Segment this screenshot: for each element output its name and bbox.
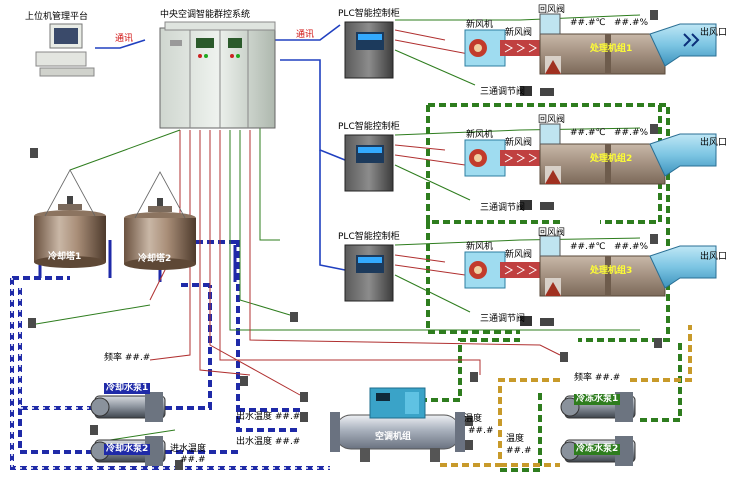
plc-cabinet-1-graphic xyxy=(344,21,394,79)
plc-label-1: PLC智能控制柜 xyxy=(338,9,400,19)
plc-cabinet-2[interactable] xyxy=(345,135,393,191)
ahu-1-graphic xyxy=(464,13,717,96)
ahu2-fresh-damper-label: 新风阀 xyxy=(505,138,533,148)
ahu2-outlet-label: 出风口 xyxy=(700,138,728,148)
ahu1-valve-label: 三通调节阀 xyxy=(480,87,526,97)
ahu3-return-damper-label: 回风阀 xyxy=(538,228,566,238)
cabinet-label: 中央空调智能群控系统 xyxy=(160,10,251,20)
ahu1-humidity: ##.#% xyxy=(614,18,649,28)
chiller-label: 空调机组 xyxy=(375,432,412,442)
temp-right-2-value: ##.# xyxy=(506,446,532,456)
cooling-tower-1[interactable] xyxy=(34,196,106,268)
chilled-pump-1-label: 冷冻水泵1 xyxy=(574,394,621,405)
ahu3-fresh-damper-label: 新风阀 xyxy=(505,250,533,260)
ahu-3-graphic xyxy=(464,235,717,326)
ahu-unit-1[interactable] xyxy=(465,14,717,76)
chilled-pump-2[interactable] xyxy=(561,436,635,466)
plc-label-2: PLC智能控制柜 xyxy=(338,122,400,132)
temp-right-1-value: ##.# xyxy=(468,426,494,436)
control-cabinet[interactable] xyxy=(160,22,275,128)
plc-cabinet-3-graphic xyxy=(344,244,394,302)
cooling-pump-2-label: 冷却水泵2 xyxy=(104,444,151,455)
cooling-tower-1-label: 冷却塔1 xyxy=(48,252,82,262)
ahu-unit-3[interactable] xyxy=(465,236,717,298)
cooling-tower-2[interactable] xyxy=(124,198,196,270)
cooling-pump-1-graphic xyxy=(90,392,166,422)
cooling-tower-1-graphic xyxy=(34,169,106,268)
control-cabinet-graphic xyxy=(159,21,276,129)
computer-graphic xyxy=(35,23,95,77)
plc-cabinet-3[interactable] xyxy=(345,245,393,301)
ahu1-unit-label: 处理机组1 xyxy=(590,44,633,54)
cooling-tower-2-graphic xyxy=(124,171,196,270)
ahu3-fresh-air-label: 新风机 xyxy=(466,242,494,252)
cooling-pump-freq: 频率 ##.# xyxy=(104,353,151,363)
ahu3-unit-label: 处理机组3 xyxy=(590,266,633,276)
ahu2-unit-label: 处理机组2 xyxy=(590,154,633,164)
ahu-2-graphic xyxy=(464,123,717,210)
chilled-pump-1[interactable] xyxy=(561,392,635,422)
cooling-pump-2[interactable] xyxy=(91,436,165,466)
ahu2-return-damper-label: 回风阀 xyxy=(538,115,566,125)
ahu3-valve-label: 三通调节阀 xyxy=(480,314,526,324)
ahu2-fresh-air-label: 新风机 xyxy=(466,130,494,140)
chiller-unit[interactable] xyxy=(330,386,465,462)
cooling-tower-2-label: 冷却塔2 xyxy=(138,254,172,264)
ahu2-humidity: ##.#% xyxy=(614,128,649,138)
ahu1-return-damper-label: 回风阀 xyxy=(538,5,566,15)
cooling-pump-1-label: 冷却水泵1 xyxy=(104,383,151,394)
temp-right-1-label: 温度 xyxy=(464,414,483,424)
inlet-temp-label: 进水温度 xyxy=(170,444,207,454)
temp-right-2-label: 温度 xyxy=(506,434,525,444)
plc-cabinet-2-graphic xyxy=(344,134,394,192)
ahu1-fresh-air-label: 新风机 xyxy=(466,20,494,30)
comm-label-1: 通讯 xyxy=(115,34,134,44)
platform-label: 上位机管理平台 xyxy=(25,12,89,22)
ahu2-valve-label: 三通调节阀 xyxy=(480,203,526,213)
ahu-unit-2[interactable] xyxy=(465,124,717,186)
outlet-temp-2: 出水温度 ##.# xyxy=(236,437,301,447)
ahu1-temp: ##.#℃ xyxy=(570,18,606,28)
ahu3-outlet-label: 出风口 xyxy=(700,252,728,262)
ahu3-temp: ##.#℃ xyxy=(570,242,606,252)
chilled-pump-freq: 频率 ##.# xyxy=(574,373,621,383)
ahu3-humidity: ##.#% xyxy=(614,242,649,252)
ahu2-temp: ##.#℃ xyxy=(570,128,606,138)
ahu1-fresh-damper-label: 新风阀 xyxy=(505,28,533,38)
plc-label-3: PLC智能控制柜 xyxy=(338,232,400,242)
computer-platform[interactable] xyxy=(34,22,96,78)
cooling-pump-1[interactable] xyxy=(91,392,165,422)
outlet-temp-1: 出水温度 ##.# xyxy=(236,412,301,422)
comm-label-2: 通讯 xyxy=(296,30,315,40)
inlet-temp-value: ##.# xyxy=(180,455,206,465)
chilled-pump-2-label: 冷冻水泵2 xyxy=(574,444,621,455)
ahu1-outlet-label: 出风口 xyxy=(700,28,728,38)
chiller-graphic xyxy=(330,387,465,462)
plc-cabinet-1[interactable] xyxy=(345,22,393,78)
